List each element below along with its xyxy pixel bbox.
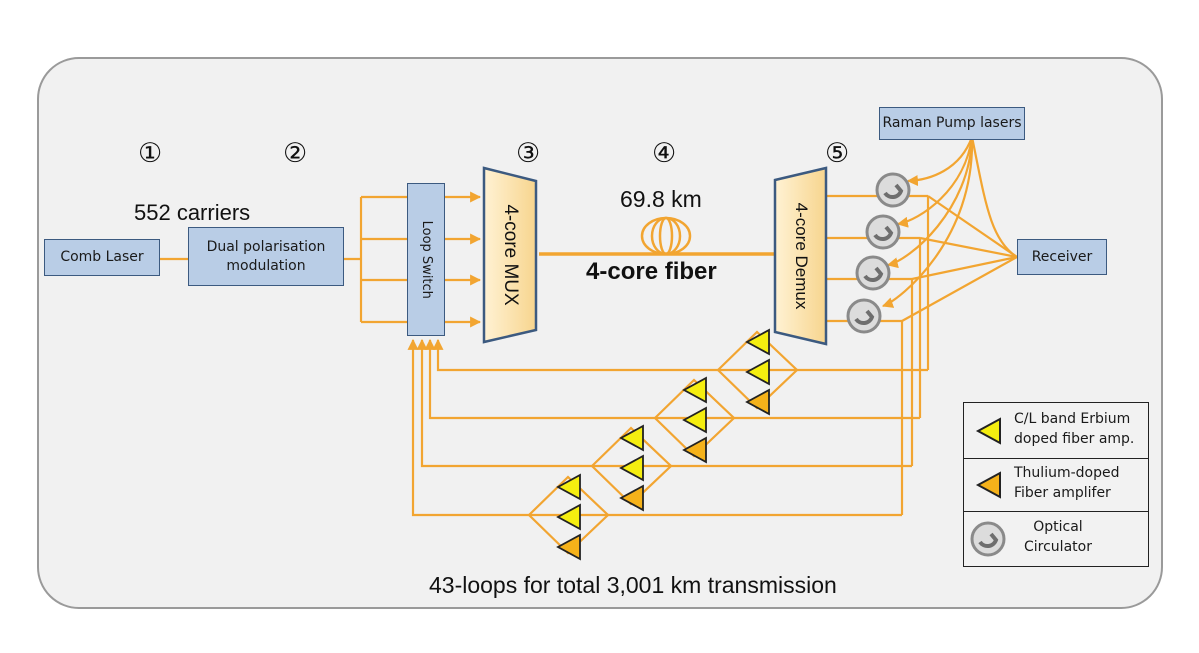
legend-erbium-line1: C/L band Erbium (1014, 411, 1131, 427)
transmission-caption: 43-loops for total 3,001 km transmission (429, 572, 837, 598)
step-4-marker: ④ (652, 138, 677, 169)
modulation-label-line2: modulation (226, 257, 306, 274)
mux-label: 4-core MUX (500, 204, 521, 306)
thulium-amplifier-icon (975, 471, 1001, 499)
erbium-amplifier-icon (556, 503, 581, 531)
optical-circulator-icon (875, 172, 911, 208)
raman-pump-box: Raman Pump lasers (879, 107, 1025, 140)
receiver-box: Receiver (1017, 239, 1107, 275)
legend-thulium-line1: Thulium-doped (1014, 465, 1120, 481)
legend: C/L band Erbium doped fiber amp. Thulium-… (963, 402, 1149, 567)
demux-shape (773, 166, 828, 346)
legend-thulium-line2: Fiber amplifer (1014, 484, 1111, 501)
step-3-marker: ③ (516, 138, 541, 169)
modulation-label-line1: Dual polarisation (206, 238, 326, 255)
optical-circulator-icon (855, 255, 891, 291)
step-1-marker: ① (138, 138, 163, 169)
legend-circulator-line1: Optical (1033, 519, 1083, 535)
comb-laser-label: Comb Laser (60, 249, 144, 266)
thulium-amplifier-icon (682, 436, 707, 464)
optical-circulator-icon (970, 521, 1006, 557)
loop-switch-label: Loop Switch (418, 220, 434, 299)
legend-erbium-line2: doped fiber amp. (1014, 430, 1135, 447)
legend-item-erbium: C/L band Erbium doped fiber amp. (964, 403, 1148, 459)
fiber-type-label: 4-core fiber (586, 258, 717, 285)
step-2-marker: ② (283, 138, 308, 169)
thulium-amplifier-icon (556, 533, 581, 561)
thulium-amplifier-icon (745, 388, 770, 416)
loop-switch-box: Loop Switch (407, 183, 445, 336)
modulation-box: Dual polarisation modulation (188, 227, 344, 286)
carriers-label: 552 carriers (134, 200, 251, 225)
legend-circulator-line2: Circulator (1024, 538, 1092, 555)
erbium-amplifier-icon (619, 454, 644, 482)
demux-label: 4-core Demux (792, 202, 811, 310)
erbium-amplifier-icon (682, 406, 707, 434)
erbium-amplifier-icon (745, 328, 770, 356)
fiber-length-label: 69.8 km (620, 186, 702, 212)
step-5-marker: ⑤ (825, 138, 850, 169)
mux-shape (482, 166, 538, 344)
erbium-amplifier-icon (682, 376, 707, 404)
optical-circulator-icon (865, 214, 901, 250)
erbium-amplifier-icon (745, 358, 770, 386)
receiver-label: Receiver (1031, 248, 1093, 265)
raman-pump-label: Raman Pump lasers (882, 115, 1022, 132)
erbium-amplifier-icon (975, 417, 1001, 445)
optical-circulator-icon (846, 298, 882, 334)
comb-laser-box: Comb Laser (44, 239, 160, 276)
erbium-amplifier-icon (556, 473, 581, 501)
fiber-coil-icon (640, 216, 692, 256)
thulium-amplifier-icon (619, 484, 644, 512)
erbium-amplifier-icon (619, 424, 644, 452)
